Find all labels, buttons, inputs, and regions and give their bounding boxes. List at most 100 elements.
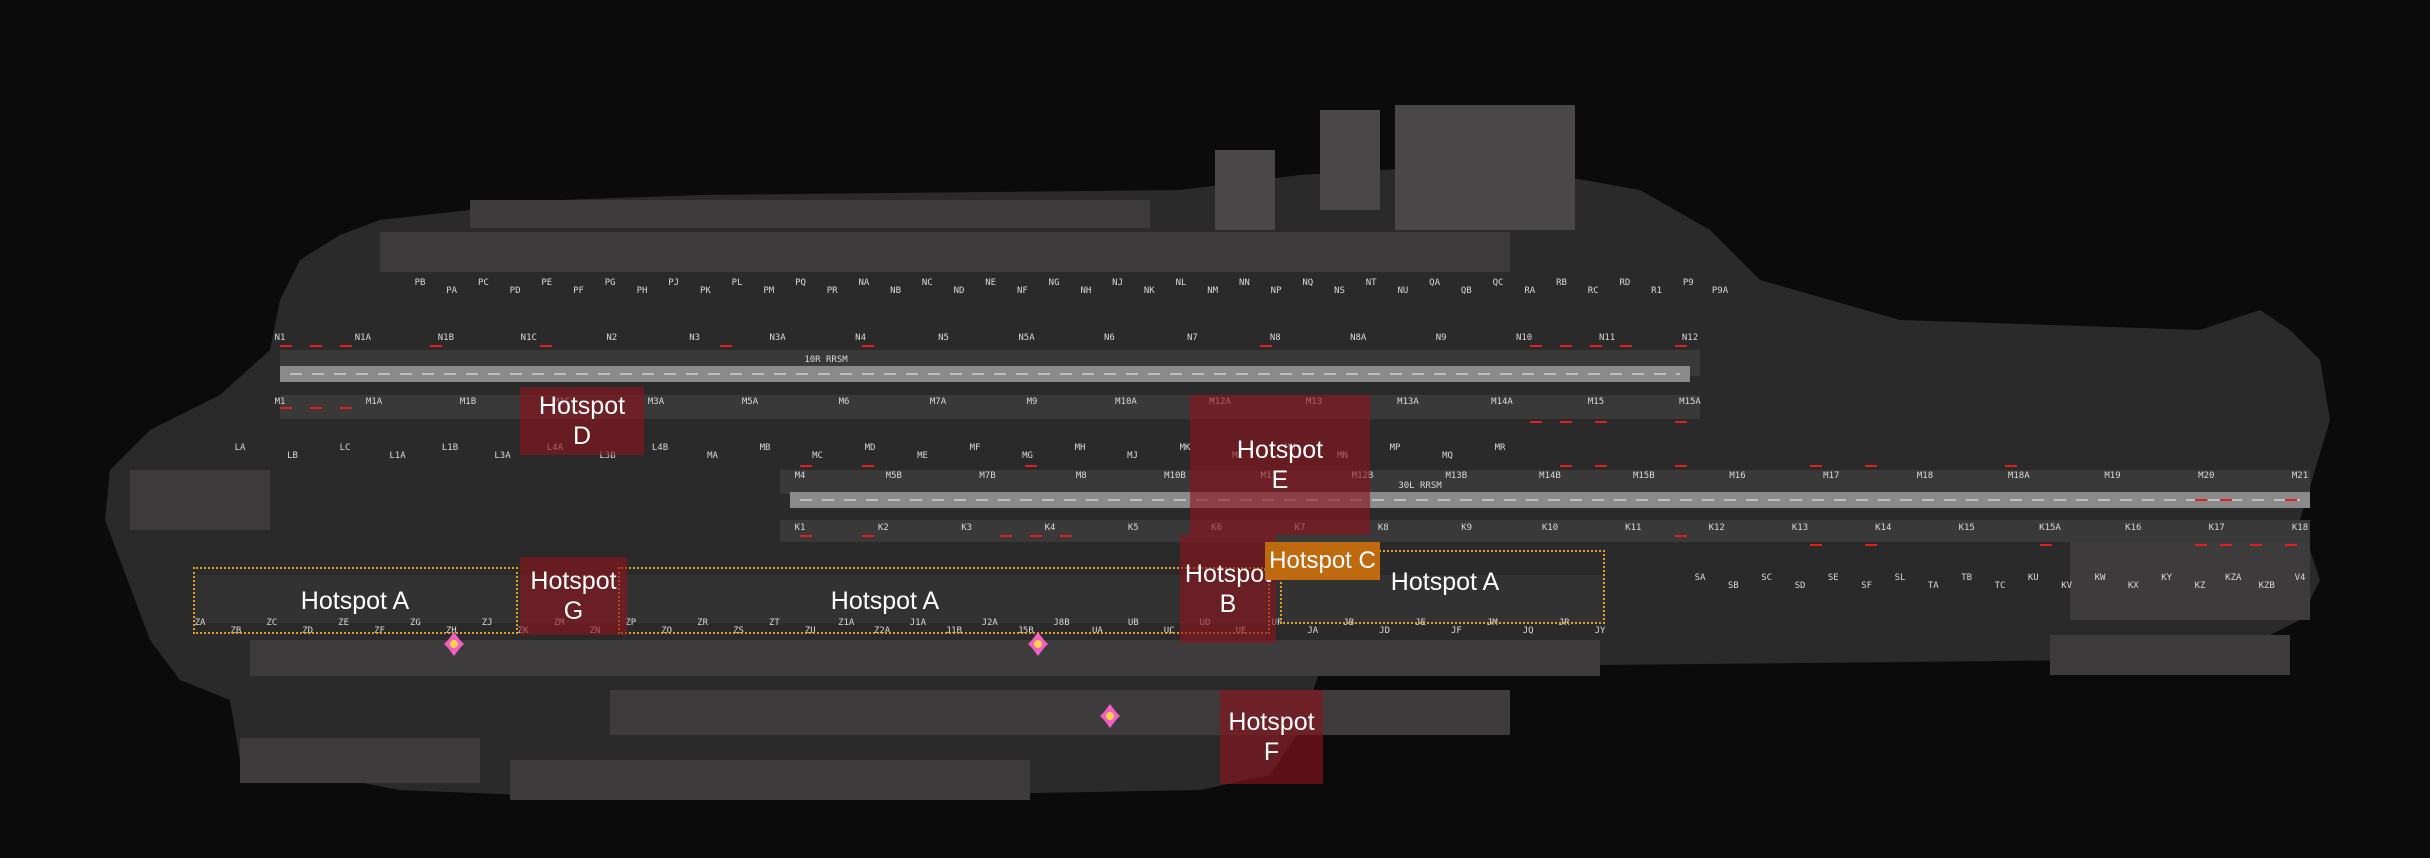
taxiway-label: RA xyxy=(1524,286,1535,296)
east-concourse xyxy=(2050,635,2290,675)
west-cargo xyxy=(240,738,480,783)
taxiway-label: MA xyxy=(707,451,718,461)
taxiway-label: UB xyxy=(1128,618,1139,628)
taxiway-label: M17 xyxy=(1823,471,1839,481)
taxiway-label: ZC xyxy=(266,618,277,628)
hotspot-a-west-label: Hotspot A xyxy=(300,587,410,615)
hotspot-f[interactable]: Hotspot F xyxy=(1220,690,1323,784)
taxiway-label: N2 xyxy=(606,333,617,343)
taxiway-label: RC xyxy=(1588,286,1599,296)
taxiway-label: UA xyxy=(1092,626,1103,636)
taxiway-label: N11 xyxy=(1599,333,1615,343)
taxiway-label: LA xyxy=(235,443,246,453)
taxiway-label: LC xyxy=(340,443,351,453)
location-marker-icon[interactable] xyxy=(1100,704,1120,728)
taxiway-label: K15A xyxy=(2039,523,2061,533)
taxiway-label: M1B xyxy=(460,397,476,407)
taxiway-label: ZP xyxy=(625,618,636,628)
taxiway-label: M15B xyxy=(1633,471,1655,481)
taxiway-label: NL xyxy=(1176,278,1187,288)
hotspot-a-east[interactable]: Hotspot A xyxy=(1370,566,1520,598)
hotspot-a-west-outline xyxy=(193,567,518,634)
taxiway-label: ZA xyxy=(195,618,206,628)
hotspot-c[interactable]: Hotspot C xyxy=(1265,542,1380,580)
hotspot-g[interactable]: Hotspot G xyxy=(520,557,627,635)
taxiway-label: P9A xyxy=(1712,286,1729,296)
taxiway-label: K12 xyxy=(1709,523,1725,533)
taxiway-label: TB xyxy=(1961,573,1972,583)
taxiway-label: PL xyxy=(732,278,743,288)
location-marker-icon[interactable] xyxy=(444,632,464,656)
taxiway-label: PD xyxy=(510,286,521,296)
taxiway-label: M7A xyxy=(930,397,947,407)
taxiway-label: N7 xyxy=(1187,333,1198,343)
taxiway-label: M5B xyxy=(886,471,902,481)
taxiway-label: M4 xyxy=(795,471,806,481)
taxiway-label: JY xyxy=(1595,626,1606,636)
hotspot-b[interactable]: Hotspot B xyxy=(1180,535,1276,643)
taxiway-label: J8B xyxy=(1053,618,1069,628)
taxiway-label: NN xyxy=(1239,278,1250,288)
hotspot-a-mid-label: Hotspot A xyxy=(830,587,940,615)
north-concourse xyxy=(380,232,1510,272)
taxiway-label: M16 xyxy=(1729,471,1745,481)
hotspot-f-label-1: Hotspot xyxy=(1228,708,1315,736)
taxiway-label: SE xyxy=(1828,573,1839,583)
taxiway-label: JF xyxy=(1451,626,1462,636)
taxiway-label: M13A xyxy=(1397,397,1419,407)
hotspot-c-label: Hotspot C xyxy=(1269,547,1376,574)
taxiway-label: K11 xyxy=(1625,523,1641,533)
taxiway-label: SL xyxy=(1895,573,1906,583)
taxiway-label: ZU xyxy=(805,626,816,636)
taxiway-label: MK xyxy=(1180,443,1191,453)
south-concourse-3 xyxy=(510,760,1030,800)
hotspot-a-mid[interactable]: Hotspot A xyxy=(810,585,960,617)
hotspot-d[interactable]: Hotspot D xyxy=(520,387,644,455)
hotspot-b-label-2: B xyxy=(1219,590,1237,618)
taxiway-label: NQ xyxy=(1302,278,1313,288)
taxiway-label: NB xyxy=(890,286,901,296)
taxiway-label: K1 xyxy=(795,523,806,533)
taxiway-label: PE xyxy=(541,278,552,288)
taxiway-label: TC xyxy=(1995,581,2006,591)
taxiway-k xyxy=(780,520,2310,542)
taxiway-label: QC xyxy=(1493,278,1504,288)
taxiway-m-south xyxy=(780,470,2310,494)
taxiway-label: K15 xyxy=(1959,523,1975,533)
taxiway-label: N6 xyxy=(1104,333,1115,343)
taxiway-label: KU xyxy=(2028,573,2039,583)
taxiway-label: PA xyxy=(446,286,457,296)
taxiway-label: RD xyxy=(1619,278,1630,288)
taxiway-label: KZ xyxy=(2195,581,2206,591)
taxiway-label: M10B xyxy=(1164,471,1186,481)
hotspot-a-west[interactable]: Hotspot A xyxy=(280,585,430,617)
taxiway-label: M7B xyxy=(979,471,995,481)
taxiway-label: NH xyxy=(1080,286,1091,296)
taxiway-label: N1A xyxy=(355,333,372,343)
taxiway-label: K9 xyxy=(1461,523,1472,533)
hotspot-e[interactable]: Hotspot E xyxy=(1190,395,1370,535)
taxiway-label: N1B xyxy=(438,333,454,343)
taxiway-label: M10A xyxy=(1115,397,1137,407)
runway-10r-28l xyxy=(280,366,1690,382)
taxiway-label: N9 xyxy=(1436,333,1447,343)
hotspot-b-label-1: Hotspot xyxy=(1184,560,1272,588)
location-marker-icon[interactable] xyxy=(1028,632,1048,656)
taxiway-label: J1A xyxy=(910,618,927,628)
runway-label-north: 10R RRSM xyxy=(804,355,848,365)
taxiway-label: ZS xyxy=(733,626,744,636)
taxiway-label: K17 xyxy=(2209,523,2225,533)
hotspot-d-label-1: Hotspot xyxy=(538,392,626,420)
taxiway-label: ZQ xyxy=(661,626,672,636)
taxiway-label: QB xyxy=(1461,286,1472,296)
taxiway-label: PH xyxy=(637,286,648,296)
taxiway-label: R1 xyxy=(1651,286,1662,296)
taxiway-label: TA xyxy=(1928,581,1939,591)
taxiway-label: N12 xyxy=(1682,333,1698,343)
taxiway-label: J5B xyxy=(1017,626,1033,636)
taxiway-label: SC xyxy=(1761,573,1772,583)
taxiway-label: M20 xyxy=(2198,471,2214,481)
taxiway-label: NF xyxy=(1017,286,1028,296)
taxiway-label: M15A xyxy=(1679,397,1701,407)
taxiway-label: KW xyxy=(2095,573,2106,583)
